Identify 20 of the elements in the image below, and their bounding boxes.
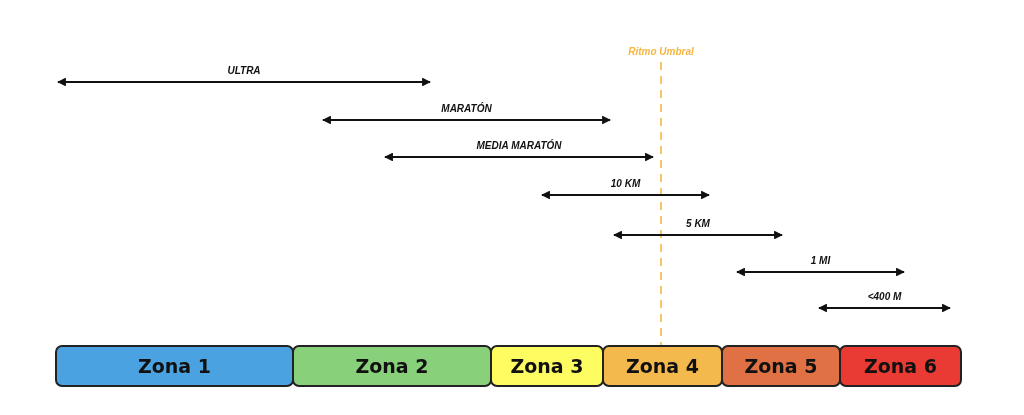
zone-label: Zona 3 bbox=[510, 355, 584, 377]
zone-bar bbox=[55, 345, 294, 387]
range-label: 1 MI bbox=[810, 255, 831, 266]
zone-bar bbox=[839, 345, 962, 387]
zone-label: Zona 4 bbox=[626, 355, 699, 377]
zone-bar bbox=[602, 345, 723, 387]
zone-label: Zona 2 bbox=[355, 355, 429, 377]
zone-label: Zona 6 bbox=[864, 355, 937, 377]
range-label: MARATÓN bbox=[441, 103, 492, 114]
range-label: ULTRA bbox=[227, 65, 261, 76]
range-label: MEDIA MARATÓN bbox=[476, 140, 562, 151]
zone-label: Zona 5 bbox=[744, 355, 818, 377]
zone-bar bbox=[292, 345, 492, 387]
range-label: 10 KM bbox=[610, 178, 641, 189]
zone-bar bbox=[721, 345, 841, 387]
zone-label: Zona 1 bbox=[138, 355, 211, 377]
threshold-label: Ritmo Umbral bbox=[628, 46, 694, 57]
range-label: 5 KM bbox=[686, 218, 710, 229]
zone-bar bbox=[490, 345, 604, 387]
range-label: <400 M bbox=[867, 291, 902, 302]
